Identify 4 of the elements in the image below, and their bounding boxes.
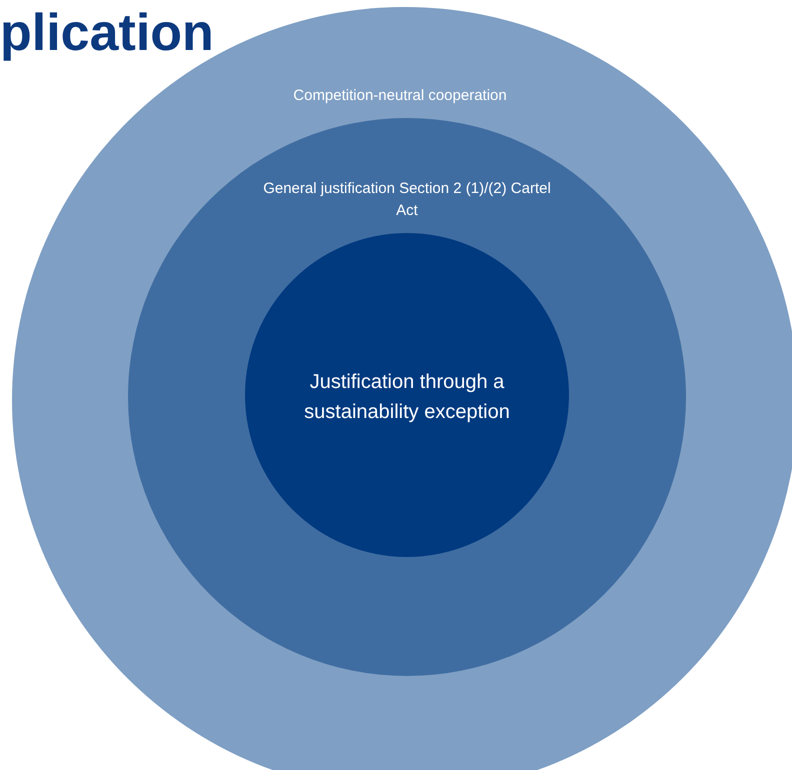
ring-label: General justification Section 2 (1)/(2) Cartel Act [262,179,552,221]
ring-label: Competition-neutral cooperation [292,86,508,106]
title: plication [0,3,214,64]
ring-label: Justification through a sustainability exception [303,370,511,425]
